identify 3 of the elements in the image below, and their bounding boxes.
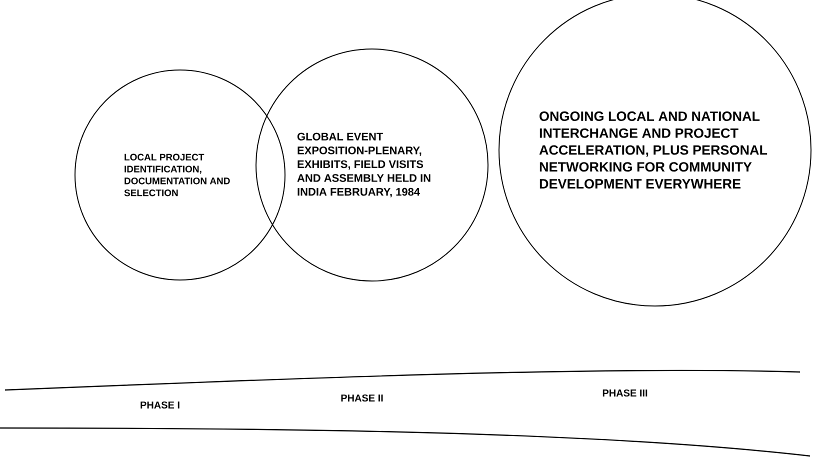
phase-label: PHASE III (602, 389, 648, 397)
phase-label: PHASE I (140, 401, 180, 409)
phase-label: PHASE II (341, 394, 383, 402)
